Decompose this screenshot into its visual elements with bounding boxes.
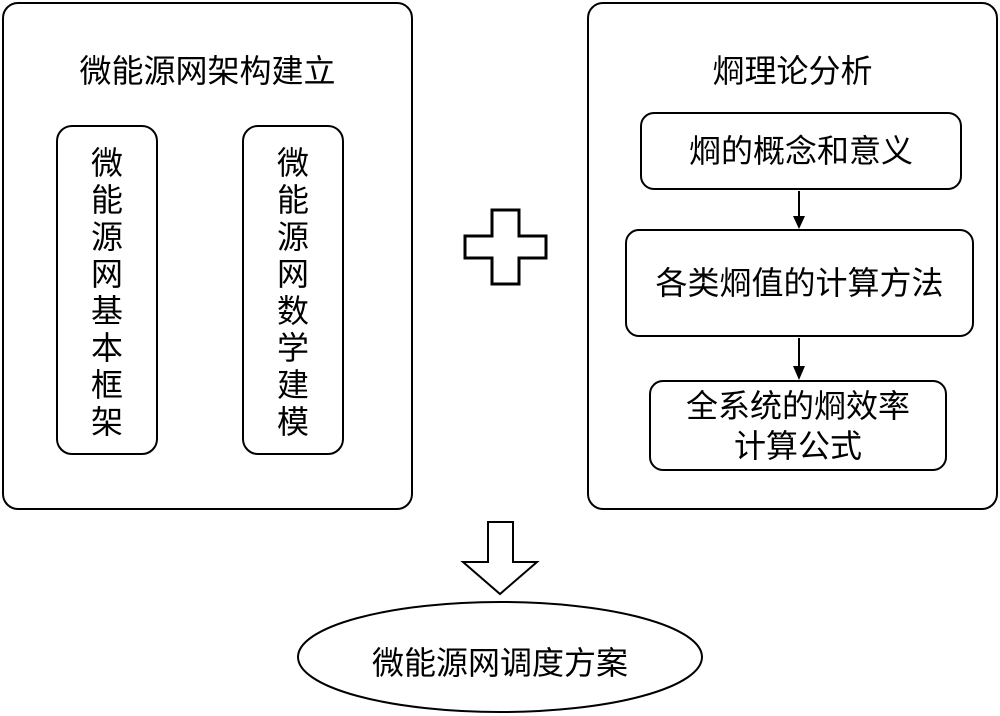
vertical-char: 学 [276, 329, 309, 367]
basic-framework-box: 微能源网基本框架 [56, 125, 158, 455]
exergy-efficiency-box: 全系统的烱效率 计算公式 [649, 380, 947, 471]
exergy-efficiency-label-line1: 全系统的烱效率 [685, 386, 910, 425]
vertical-char: 模 [276, 403, 309, 441]
vertical-char: 能 [90, 181, 123, 219]
vertical-char: 数 [276, 292, 309, 330]
vertical-char: 基 [90, 292, 123, 330]
vertical-char: 网 [90, 255, 123, 293]
vertical-char: 源 [90, 218, 123, 256]
exergy-calculation-box: 各类烱值的计算方法 [625, 229, 974, 337]
exergy-concept-label: 烱的概念和意义 [688, 132, 913, 170]
vertical-char: 能 [276, 181, 309, 219]
exergy-efficiency-label-line2: 计算公式 [733, 426, 862, 465]
vertical-char: 微 [90, 144, 123, 182]
vertical-char: 微 [276, 144, 309, 182]
vertical-char: 本 [90, 329, 123, 367]
vertical-char: 框 [90, 366, 123, 404]
basic-framework-label: 微能源网基本框架 [58, 145, 156, 441]
vertical-char: 网 [276, 255, 309, 293]
architecture-panel-title: 微能源网架构建立 [79, 52, 336, 90]
math-modeling-label: 微能源网数学建模 [244, 145, 342, 441]
exergy-concept-box: 烱的概念和意义 [640, 112, 962, 190]
exergy-panel-title: 烱理论分析 [712, 52, 873, 90]
exergy-calculation-label: 各类烱值的计算方法 [655, 264, 944, 302]
dispatch-scheme-label: 微能源网调度方案 [371, 644, 628, 682]
vertical-char: 架 [90, 403, 123, 441]
math-modeling-box: 微能源网数学建模 [242, 125, 344, 455]
vertical-char: 建 [276, 366, 309, 404]
vertical-char: 源 [276, 218, 309, 256]
